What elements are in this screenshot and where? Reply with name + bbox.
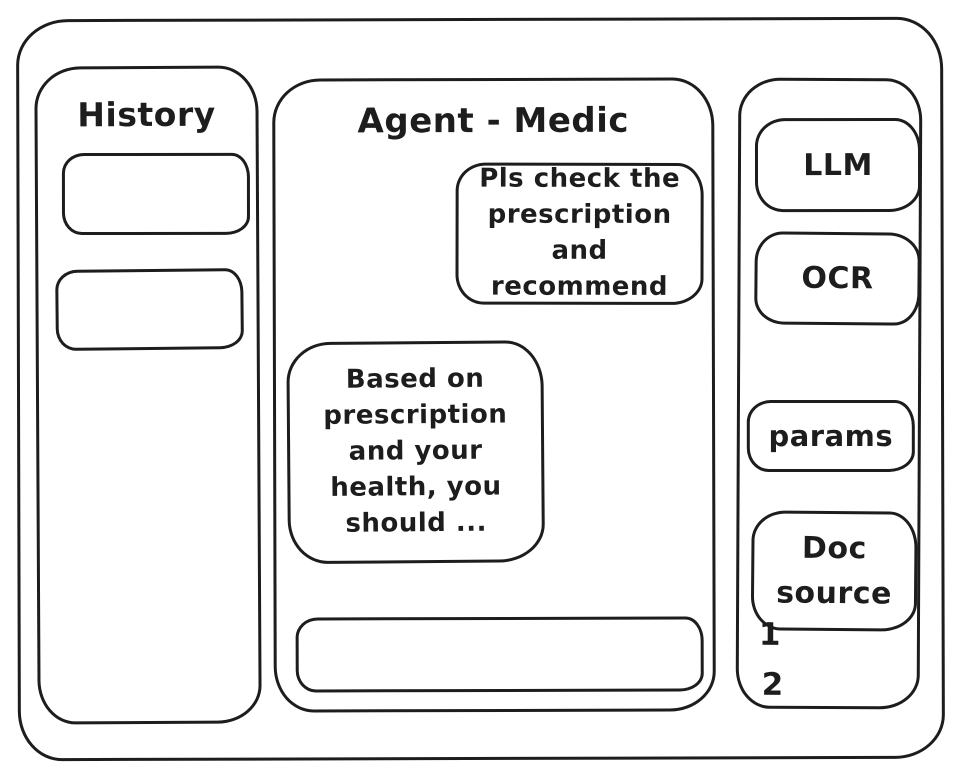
doc-source-button-label: Doc source (776, 530, 893, 612)
tools-panel: LLM OCR params Doc source 1 2 (735, 77, 923, 710)
user-message-text: Pls check the prescription and recommend (479, 163, 681, 302)
doc-source-button[interactable]: Doc source (750, 510, 918, 632)
assistant-message-text: Based on prescription and your health, y… (323, 363, 508, 539)
params-button-label: params (768, 418, 894, 454)
history-item[interactable] (61, 152, 250, 236)
history-panel-title: History (77, 94, 216, 135)
llm-button-label: LLM (803, 147, 873, 183)
assistant-message-bubble: Based on prescription and your health, y… (286, 340, 546, 565)
chat-panel-title: Agent - Medic (357, 100, 630, 142)
doc-source-item[interactable]: 2 (761, 666, 784, 703)
ocr-button-label: OCR (801, 260, 874, 297)
user-message-bubble: Pls check the prescription and recommend (455, 162, 704, 305)
message-input[interactable] (295, 616, 704, 693)
doc-source-item[interactable]: 1 (758, 616, 782, 653)
ocr-button[interactable]: OCR (754, 231, 921, 326)
history-item[interactable] (55, 268, 244, 351)
llm-button[interactable]: LLM (754, 117, 922, 213)
chat-panel: Agent - Medic Pls check the prescription… (272, 77, 716, 713)
params-button[interactable]: params (746, 399, 915, 473)
history-panel: History (34, 65, 262, 725)
